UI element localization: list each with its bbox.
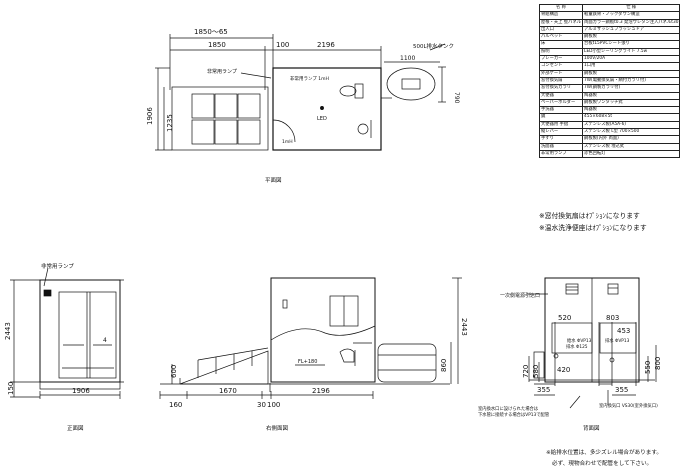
footnote-line1: ※給排水位置は、多少ズレル場合があります。: [546, 450, 663, 456]
plan-dim-1235: 1235: [166, 114, 174, 132]
plan-dim-1906: 1906: [146, 107, 154, 125]
plan-view: [155, 34, 446, 151]
plan-dim-1100: 1100: [400, 55, 415, 62]
side-ramp-height: 600: [170, 365, 178, 378]
spec-value: 赤色回転灯: [582, 149, 680, 159]
plan-emergency-lamp2: 非常用ランプ 1mH: [290, 75, 329, 82]
side-height: 2443: [460, 318, 468, 336]
back-dim-420: 420: [557, 366, 570, 374]
back-dim-550: 550: [644, 361, 652, 374]
plan-dim-1850-65: 1850～65: [194, 28, 228, 36]
back-title: 背面図: [583, 424, 600, 432]
back-note-drain-1: 室内換水口に設けられた場合は: [478, 405, 539, 412]
back-dim-800: 800: [654, 357, 662, 370]
plan-1mh: 1mH: [282, 139, 293, 145]
front-base: 150: [7, 382, 15, 395]
plan-title: 平面図: [265, 177, 282, 184]
note-ventilation: ※窓付換気扇はｵﾌﾟｼｮﾝになります: [539, 212, 640, 220]
back-note-drain-2: 下水管に接続する場合はVP13で配管: [478, 411, 550, 418]
spec-value: 鋼板製: [582, 33, 680, 42]
back-dim-355-right: 355: [615, 386, 628, 394]
front-arrow-mark: 4: [103, 337, 107, 344]
front-title: 正面図: [67, 425, 84, 432]
back-supply-label: 給水 ΦVP13: [567, 337, 592, 344]
back-view: [526, 277, 657, 409]
side-dim-30: 30: [257, 401, 266, 409]
back-drain-label: 排水 ΦVP13: [605, 337, 630, 344]
back-dim-355-left: 355: [537, 386, 550, 394]
side-dim-2196: 2196: [312, 387, 330, 395]
back-vent: 一次側電源引込口: [500, 292, 540, 299]
plan-dim-2196: 2196: [317, 41, 335, 49]
back-pipe-label: 排水 Φ125: [566, 343, 588, 350]
back-dim-453: 453: [617, 327, 630, 335]
spec-row: パルペット鋼板製: [538, 33, 680, 42]
side-title: 右側面図: [266, 424, 289, 432]
spec-row: 床合板t15PVCシート張り: [538, 40, 680, 49]
plan-emergency-lamp: 非常用ランプ: [207, 68, 237, 75]
back-note-outlet: 室内換気口 VS30(室外換気口): [599, 402, 658, 409]
plan-tank: [386, 67, 436, 101]
back-dim-803: 803: [606, 314, 619, 322]
side-dim-1670: 1670: [219, 387, 237, 395]
side-tank-height: 860: [440, 359, 448, 372]
plan-dim-1850: 1850: [208, 41, 226, 49]
spec-value: アルミサッシュフラッシュドア: [582, 25, 680, 35]
spec-value: 100V/20A: [582, 55, 680, 64]
back-dim-580: 580: [532, 365, 540, 378]
side-tank: [377, 343, 437, 383]
back-dim-720: 720: [522, 365, 530, 378]
side-fl: FL+180: [298, 359, 317, 365]
plan-dim-790: 790: [453, 92, 460, 104]
plan-tank-label: 500L排水タンク: [413, 42, 454, 50]
front-lamp: 非常用ランプ: [41, 262, 74, 270]
plan-dim-100: 100: [276, 41, 289, 49]
footnote-line2: 必ず、現物合わせで配管をして下さい。: [552, 461, 653, 467]
note-washlet: ※温水洗浄便座はｵﾌﾟｼｮﾝになります: [539, 224, 647, 232]
side-ramp-rail: [197, 347, 269, 378]
spec-row: 非常用ランプ赤色回転灯: [538, 149, 680, 159]
side-view: [159, 277, 462, 399]
plan-led: LED: [317, 116, 327, 122]
spec-value: 合板t15PVCシート張り: [582, 40, 680, 49]
front-view: [10, 267, 124, 399]
side-dim-160: 160: [169, 401, 182, 409]
front-height: 2443: [4, 322, 12, 340]
plan-ramp-grid: [191, 93, 261, 145]
front-width: 1906: [72, 387, 90, 395]
back-dim-520: 520: [558, 314, 571, 322]
spec-value: LED小型シーリングライト 7.5w: [582, 47, 680, 57]
spec-row: 出入口アルミサッシュフラッシュドア: [538, 25, 680, 35]
spec-table: 名 称 仕 様 骨組構造軽量鉄骨・ノックダウン構造屋根・天上 壁パネル両面カラー…: [538, 3, 680, 159]
side-dim-100: 100: [267, 401, 280, 409]
